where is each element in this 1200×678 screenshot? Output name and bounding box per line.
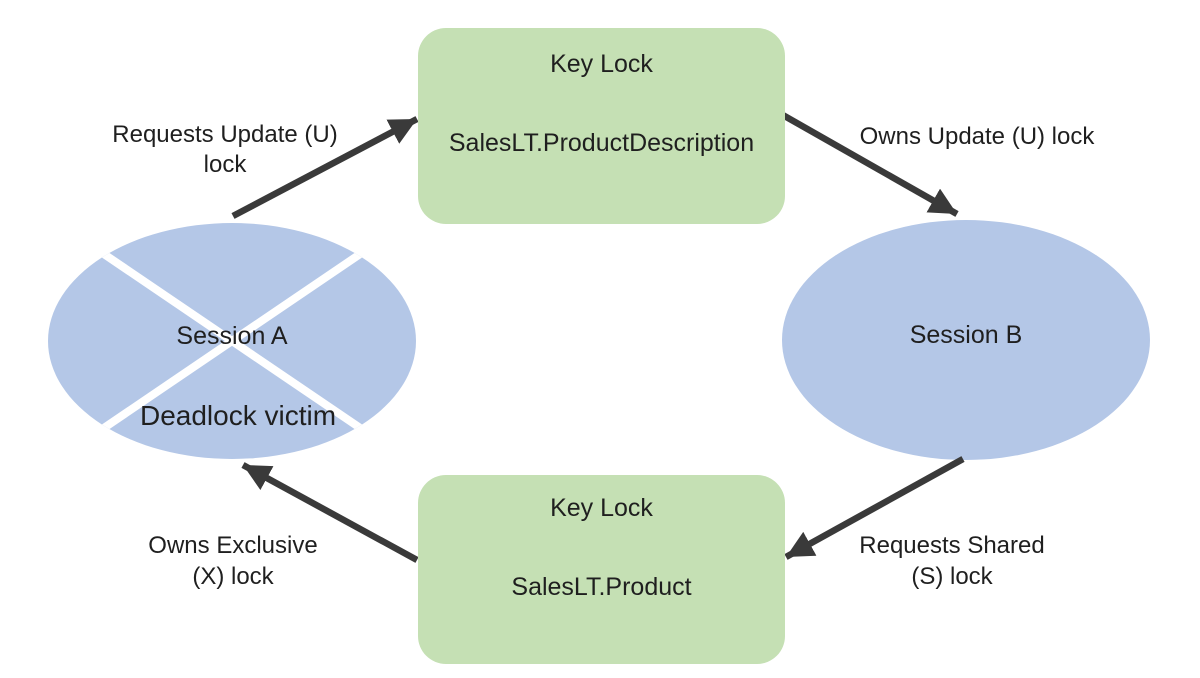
arrow-session-b-to-bottom-lock xyxy=(784,456,965,560)
edge-label-owns-exclusive-lock: Owns Exclusive (X) lock xyxy=(148,532,318,590)
deadlock-victim-label: Deadlock victim xyxy=(139,400,337,431)
lock-node-table-name: SalesLT.Product xyxy=(511,573,692,601)
edge-label-owns-update-lock: Owns Update (U) lock xyxy=(859,123,1095,150)
edge-label-requests-shared-lock: Requests Shared (S) lock xyxy=(859,532,1045,590)
lock-node-table-name: SalesLT.ProductDescription xyxy=(448,129,755,157)
arrow-top-lock-to-session-b xyxy=(779,111,959,217)
lock-node-title: Key Lock xyxy=(550,494,653,522)
session-b-label: Session B xyxy=(909,321,1023,349)
arrow-bottom-lock-to-session-a xyxy=(241,462,419,563)
session-a-label: Session A xyxy=(176,322,288,350)
node-key-lock-product-description: Key Lock SalesLT.ProductDescription xyxy=(418,28,785,224)
session-b-ellipse xyxy=(782,220,1150,460)
arrow-session-a-to-top-lock xyxy=(231,116,419,219)
edge-label-requests-update-lock: Requests Update (U) lock xyxy=(112,121,338,178)
lock-node-title: Key Lock xyxy=(550,50,653,78)
node-key-lock-product: Key Lock SalesLT.Product xyxy=(418,475,785,664)
